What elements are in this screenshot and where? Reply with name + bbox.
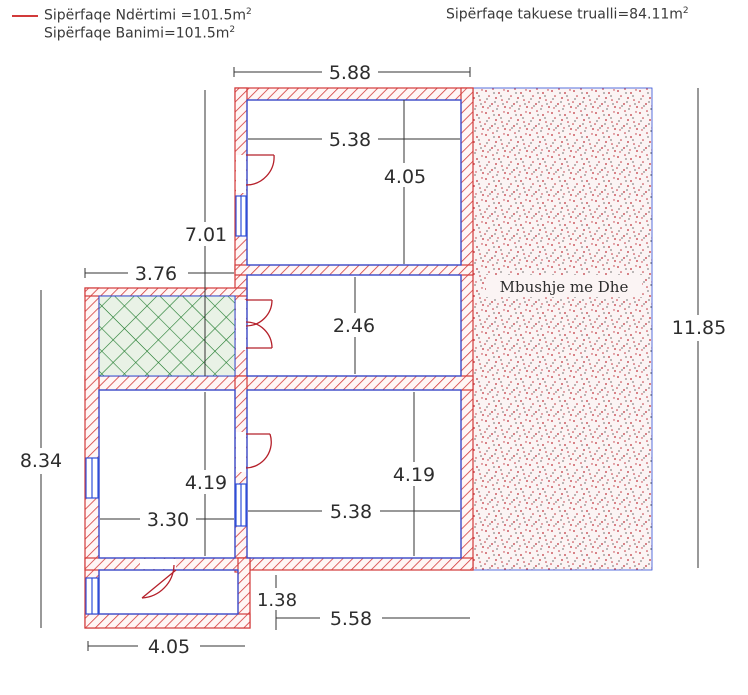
legend-trualli: Sipërfaqe takuese trualli=84.11m2: [446, 6, 689, 23]
dim-step-height: 1.38: [257, 590, 297, 611]
windows: [85, 195, 247, 615]
dim-left-height: 7.01: [185, 224, 227, 246]
dim-room1-height: 4.05: [384, 166, 426, 188]
room-outlines: [98, 99, 462, 615]
terrace-area: [98, 295, 236, 377]
legend-banimi-text: Sipërfaqe Banimi=101.5: [44, 25, 216, 42]
legend-ndertimi-text: Sipërfaqe Ndërtimi =101.5: [44, 7, 233, 24]
dim-top-width: 5.88: [329, 62, 371, 84]
dim-left-total-height: 8.34: [20, 450, 62, 472]
dim-corridor-height: 2.46: [333, 315, 375, 337]
dim-room1-width: 5.38: [329, 129, 371, 151]
doors: [140, 154, 275, 599]
fill-area-label: Mbushje me Dhe: [500, 278, 629, 296]
walls: [84, 87, 474, 629]
legend-trualli-text: Sipërfaqe takuese trualli=84.11: [446, 6, 670, 23]
dim-bottom-left-width: 4.05: [148, 636, 190, 658]
fill-area: [471, 87, 653, 571]
dimension-labels: 5.88 5.38 4.05 7.01 3.76 2.46 11.85 8.34…: [12, 60, 730, 658]
dim-room3-height: 4.19: [185, 472, 227, 494]
dim-total-height: 11.85: [672, 317, 726, 339]
dim-room4-width: 5.38: [330, 501, 372, 523]
dim-terrace-width: 3.76: [135, 263, 177, 285]
dim-room3-width: 3.30: [147, 509, 189, 531]
dim-room4-height: 4.19: [393, 464, 435, 486]
dim-bottom-right-width: 5.58: [330, 608, 372, 630]
legend-line-swatch: [12, 15, 38, 17]
legend-ndertimi: Sipërfaqe Ndërtimi =101.5m2: [44, 7, 252, 24]
legend-banimi: Sipërfaqe Banimi=101.5m2: [44, 25, 236, 42]
